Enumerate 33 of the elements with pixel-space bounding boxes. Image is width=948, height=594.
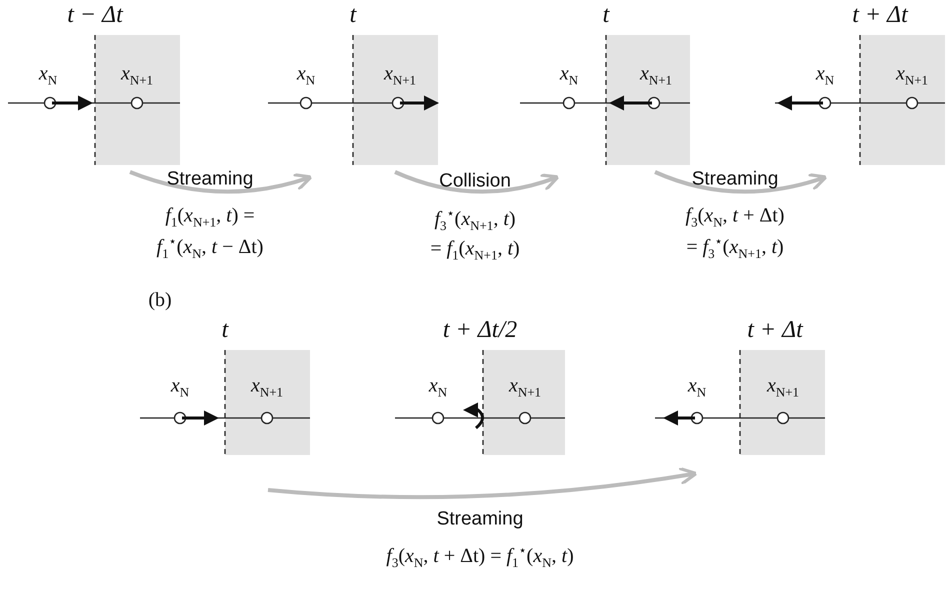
node-position-label: x$_{N}$ <box>170 374 190 400</box>
equation: = f$_{1}$(x$_{N+1}$, t) <box>430 237 520 263</box>
time-label: t + Δt/2 <box>442 316 518 344</box>
node-position-label: x$_{N+1}$ <box>766 374 800 400</box>
node-position-label: x$_{N+1}$ <box>120 62 154 88</box>
equation: = f$_{3}$$^{⋆}$(x$_{N+1}$, t) <box>686 234 784 262</box>
equation: f$_{3}$(x$_{N}$, t + Δt) = f$_{1}$$^{⋆}$(x$_{N}$, t) <box>386 544 574 570</box>
step-label: Streaming <box>692 170 778 190</box>
time-label: t <box>602 2 610 28</box>
time-label: t + Δt <box>852 2 908 28</box>
step-label: Streaming <box>166 170 254 190</box>
node-position-label: x$_{N}$ <box>428 374 448 400</box>
node-position-label: x$_{N+1}$ <box>384 62 416 88</box>
step-label: Collision <box>439 172 511 192</box>
equation: f$_{1}$$^{⋆}$(x$_{N}$, t − Δt) <box>156 234 264 262</box>
node-position-label: x$_{N}$ <box>38 62 58 88</box>
node-position-label: x$_{N+1}$ <box>896 62 928 88</box>
node-position-label: x$_{N+1}$ <box>508 374 542 400</box>
equation: f$_{3}$$^{⋆}$(x$_{N+1}$, t) <box>434 206 516 234</box>
panel-label: (b) <box>148 289 172 311</box>
node-position-label: x$_{N}$ <box>816 62 834 88</box>
node-position-label: x$_{N+1}$ <box>250 374 284 400</box>
node-position-label: x$_{N}$ <box>296 62 316 88</box>
time-label: t + Δt <box>747 316 803 344</box>
node-position-label: x$_{N+1}$ <box>640 62 672 88</box>
time-label: t <box>350 2 356 28</box>
node-position-label: x$_{N}$ <box>688 374 706 400</box>
step-label: Streaming <box>436 510 524 530</box>
equation: f$_{3}$(x$_{N}$, t + Δt) <box>686 204 784 230</box>
equation: f$_{1}$(x$_{N+1}$, t) = <box>165 204 255 230</box>
time-label: t <box>222 316 228 344</box>
time-label: t − Δt <box>67 2 123 28</box>
node-position-label: x$_{N}$ <box>560 62 578 88</box>
